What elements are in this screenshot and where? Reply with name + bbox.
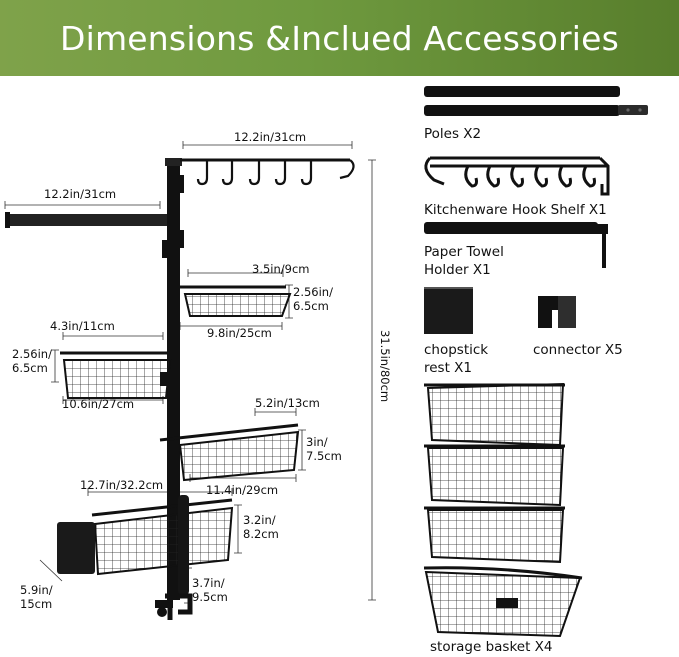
rack-illustration: [5, 158, 355, 620]
accessory-towel-holder-label: Paper Towel Holder X1: [424, 244, 504, 278]
accessory-hook-shelf-label: Kitchenware Hook Shelf X1: [424, 202, 607, 218]
accessory-basket-label: storage basket X4: [430, 639, 553, 655]
dim-bottom-basket-length: 12.7in/32.2cm: [80, 478, 164, 492]
page-title: Dimensions &Inclued Accessories: [59, 18, 620, 58]
dim-bottom-depth: 5.9in/ 15cm: [20, 583, 53, 611]
accessory-connector-label: connector X5: [533, 342, 623, 358]
accessory-chopstick-label: chopstick rest X1: [424, 342, 489, 376]
accessory-illustrations: [423, 86, 648, 638]
accessory-poles-label: Poles X2: [424, 126, 482, 142]
dim-left-basket-width: 4.3in/11cm: [50, 319, 115, 333]
dim-mid-basket-width: 5.2in/13cm: [255, 396, 320, 410]
dim-top-basket-width: 3.5in/9cm: [252, 262, 310, 276]
dim-top-basket-height: 2.56in/ 6.5cm: [293, 285, 333, 313]
dim-bottom-basket-height: 3.2in/ 8.2cm: [243, 513, 279, 541]
dim-mid-basket-length: 11.4in/29cm: [206, 483, 279, 497]
header-banner: Dimensions &Inclued Accessories: [0, 0, 679, 76]
dim-clamp-height: 3.7in/ 9.5cm: [192, 576, 228, 604]
dim-mid-basket-height: 3in/ 7.5cm: [306, 435, 342, 463]
dim-total-height: 31.5in/80cm: [378, 330, 392, 403]
product-illustration: [4, 86, 648, 638]
dim-hook-width: 12.2in/31cm: [234, 130, 307, 144]
dim-top-basket-length: 9.8in/25cm: [207, 326, 272, 340]
dim-arm-length: 12.2in/31cm: [44, 187, 117, 201]
dim-left-basket-length: 10.6in/27cm: [62, 397, 135, 411]
dim-left-basket-height: 2.56in/ 6.5cm: [12, 347, 52, 375]
